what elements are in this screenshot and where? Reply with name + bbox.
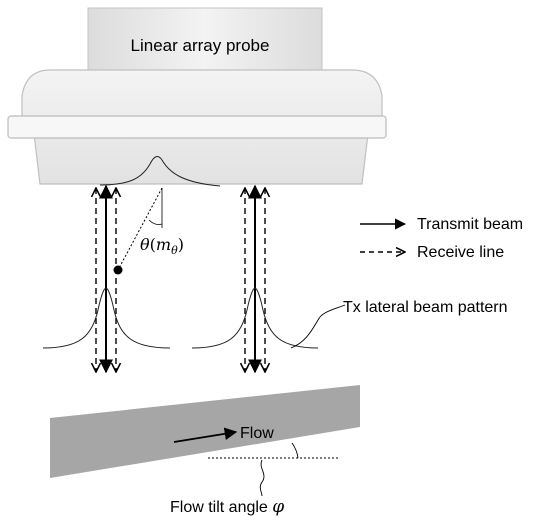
flow-label: Flow (240, 425, 274, 442)
probe-label: Linear array probe (131, 36, 270, 55)
angle-construction: θ(mθ) (113, 187, 184, 275)
angle-dotted-ray (117, 187, 163, 271)
probe-rim (7, 115, 387, 139)
legend-receive-label: Receive line (417, 244, 504, 261)
angle-label: θ(mθ) (140, 235, 184, 257)
beam-pattern-callout: Tx lateral beam pattern (290, 299, 508, 349)
left-lateral-beam-pattern (42, 287, 171, 349)
probe-face-beam-profile (99, 156, 221, 187)
sample-point (113, 265, 123, 275)
legend-transmit-label: Transmit beam (417, 216, 523, 233)
beam-pattern-leader (290, 304, 346, 349)
legend: Transmit beam Receive line (360, 216, 523, 261)
flow-tilt-arc (291, 442, 299, 459)
linear-array-probe: Linear array probe (7, 7, 387, 185)
flow-tilt-leader (259, 459, 265, 497)
left-beam-group (42, 184, 171, 374)
vessel-body (50, 385, 360, 478)
angle-arc (148, 219, 163, 225)
beam-pattern-label: Tx lateral beam pattern (343, 299, 508, 316)
flow-tilt-label: Flow tilt angle φ (170, 497, 284, 517)
flow-direction-arrow (173, 427, 238, 443)
vessel: Flow Flow tilt angle φ (50, 385, 360, 517)
right-lateral-beam-pattern (191, 287, 319, 349)
right-beam-group (191, 184, 319, 374)
